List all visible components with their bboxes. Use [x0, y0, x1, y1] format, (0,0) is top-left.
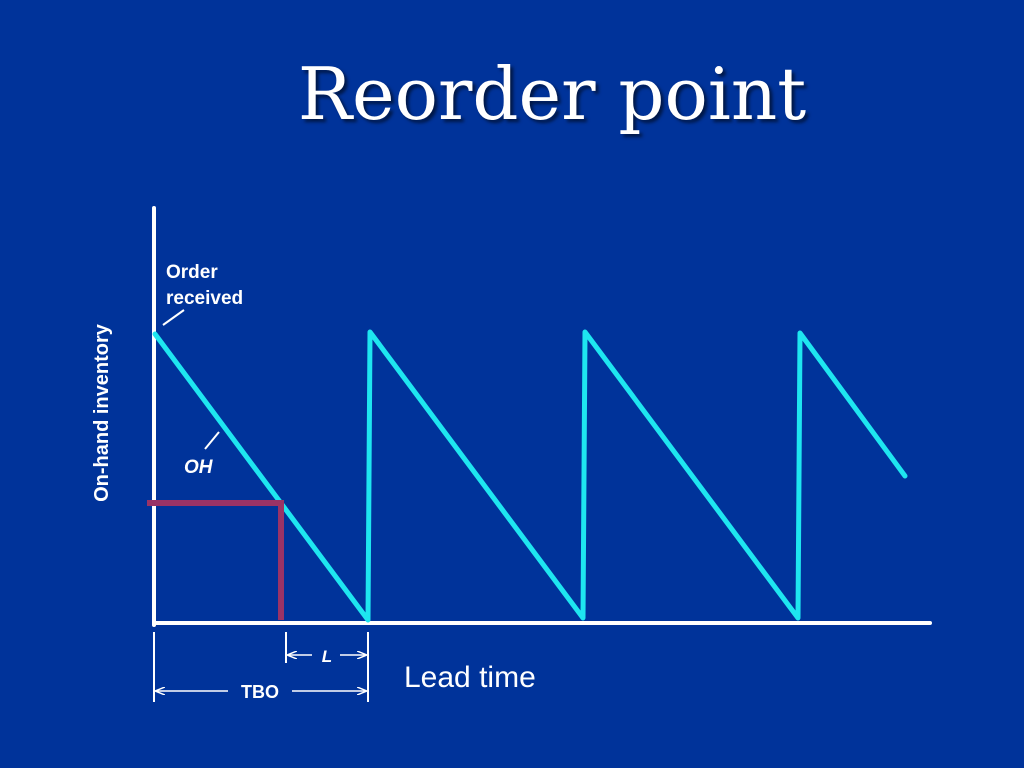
tbo-label: TBO — [241, 682, 279, 702]
slide-title: Reorder point — [297, 52, 807, 136]
y-axis-label: On-hand inventory — [91, 323, 113, 502]
lead-time-label: Lead time — [404, 661, 536, 694]
reorder-point-marker — [147, 500, 284, 620]
oh-label: OH — [184, 457, 214, 478]
lead-time-symbol-label: L — [322, 647, 332, 666]
order-received-leader — [162, 309, 185, 326]
order-received-label-line1: Order — [166, 262, 218, 283]
inventory-sawtooth-line — [152, 329, 908, 623]
order-received-label-line2: received — [166, 288, 243, 309]
oh-leader — [204, 431, 220, 450]
